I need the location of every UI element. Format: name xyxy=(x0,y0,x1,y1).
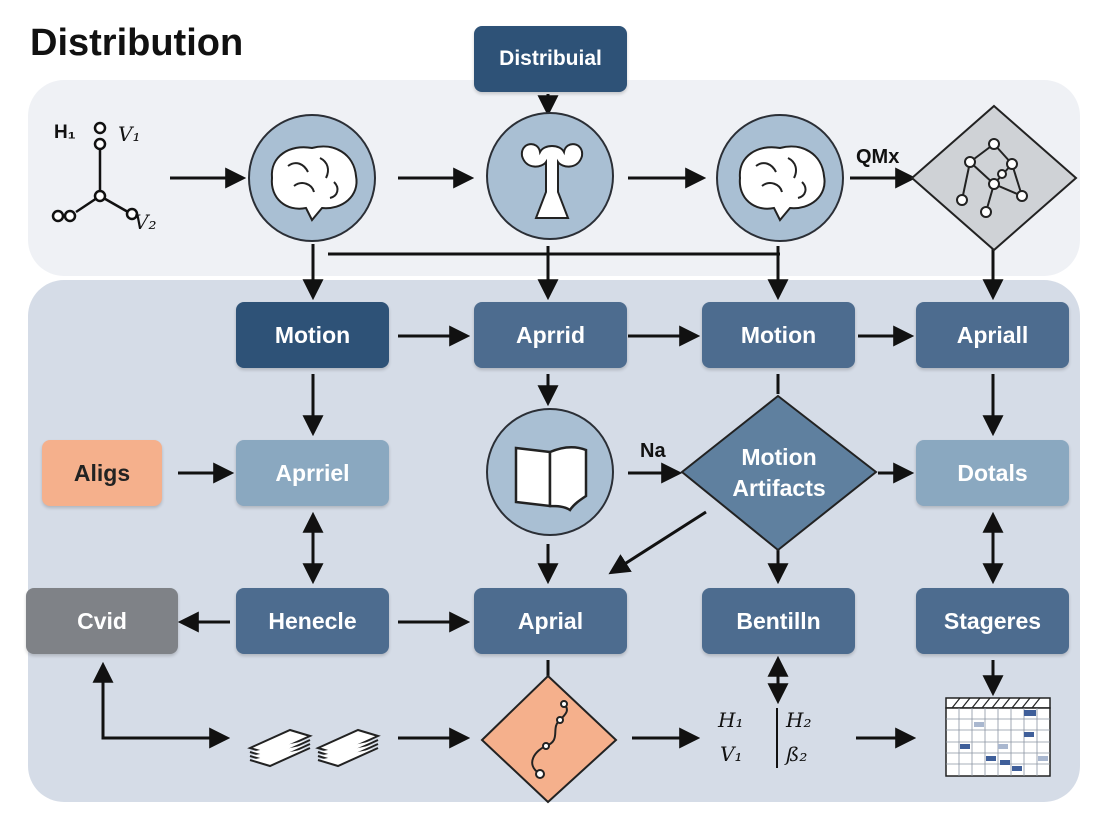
brain-circle-1[interactable] xyxy=(248,114,376,242)
book-icon xyxy=(514,446,588,512)
motion-box-1[interactable]: Motion xyxy=(236,302,389,368)
matrix-b2: ß₂ xyxy=(786,742,808,766)
book-circle[interactable] xyxy=(486,408,614,536)
matrix-h1: H₁ xyxy=(718,708,744,732)
network-icon xyxy=(956,138,1028,218)
na-label: Na xyxy=(640,440,666,462)
diamond-line-1: Motion xyxy=(741,444,817,470)
network-diamond[interactable] xyxy=(910,104,1080,254)
matrix-h2: H₂ xyxy=(786,708,812,732)
diamond-line-2: Artifacts xyxy=(732,475,826,501)
fountain-icon xyxy=(520,143,584,219)
henecle-box[interactable]: Henecle xyxy=(236,588,389,654)
apriall-box[interactable]: Apriall xyxy=(916,302,1069,368)
graph-label-v2: V₂ xyxy=(134,210,157,234)
aligs-box[interactable]: Aligs xyxy=(42,440,162,506)
curve-diamond[interactable] xyxy=(480,674,620,804)
fountain-circle[interactable] xyxy=(486,112,614,240)
curve-icon xyxy=(531,700,568,779)
aprriel-box[interactable]: Aprriel xyxy=(236,440,389,506)
qmx-label: QMx xyxy=(856,146,900,168)
stageres-box[interactable]: Stageres xyxy=(916,588,1069,654)
bentilln-box[interactable]: Bentilln xyxy=(702,588,855,654)
heatmap-icon xyxy=(945,697,1051,777)
coins-icon xyxy=(247,728,381,768)
brain-icon xyxy=(270,145,358,222)
matrix-divider xyxy=(776,708,778,768)
distribuial-box[interactable]: Distribuial xyxy=(474,26,627,92)
motion-box-2[interactable]: Motion xyxy=(702,302,855,368)
aprial-box[interactable]: Aprial xyxy=(474,588,627,654)
page-title: Distribution xyxy=(30,22,244,64)
graph-label-h: H₁ xyxy=(54,122,76,143)
matrix-v1: V₁ xyxy=(720,742,743,766)
cvid-box[interactable]: Cvid xyxy=(26,588,178,654)
motion-artifacts-label: Motion Artifacts xyxy=(700,442,858,504)
motion-artifacts-diamond[interactable] xyxy=(680,394,880,554)
graph-label-v1: V₁ xyxy=(118,122,141,146)
dotals-box[interactable]: Dotals xyxy=(916,440,1069,506)
graph-icon xyxy=(51,121,139,223)
brain-icon xyxy=(738,145,826,222)
aprrid-box[interactable]: Aprrid xyxy=(474,302,627,368)
brain-circle-2[interactable] xyxy=(716,114,844,242)
